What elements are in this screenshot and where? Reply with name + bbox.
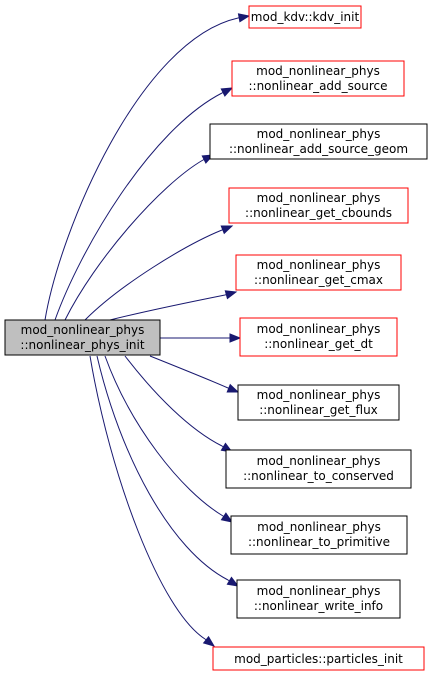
target-node-nonlinear-add-source-geom[interactable]: mod_nonlinear_phys ::nonlinear_add_sourc… bbox=[209, 123, 428, 160]
target-node-line-1: mod_nonlinear_phys bbox=[257, 322, 381, 336]
call-edge-arrowhead-11 bbox=[202, 635, 216, 647]
target-node-line-1: mod_nonlinear_phys bbox=[257, 520, 381, 534]
call-edge-arrowhead-10 bbox=[226, 576, 240, 587]
call-edge-arrowhead-9 bbox=[220, 512, 234, 523]
target-node-line-1: mod_nonlinear_phys bbox=[257, 191, 381, 205]
target-node-nonlinear-add-source[interactable]: mod_nonlinear_phys ::nonlinear_add_sourc… bbox=[231, 60, 405, 97]
target-node-box bbox=[212, 646, 425, 671]
call-edges bbox=[44, 13, 251, 647]
target-node-nonlinear-get-dt[interactable]: mod_nonlinear_phys ::nonlinear_get_dt bbox=[239, 317, 398, 357]
call-edge-arrowhead-5 bbox=[224, 290, 238, 300]
call-edge-1 bbox=[44, 17, 239, 321]
call-edge-arrowhead-4 bbox=[220, 225, 234, 235]
target-node-box bbox=[231, 60, 405, 97]
call-edge-8 bbox=[124, 355, 223, 447]
target-node-line-1: mod_nonlinear_phys bbox=[256, 64, 380, 78]
target-node-box bbox=[230, 515, 408, 555]
call-edge-7 bbox=[149, 355, 229, 389]
target-node-line-1: mod_nonlinear_phys bbox=[257, 388, 381, 402]
target-node-nonlinear-to-conserved[interactable]: mod_nonlinear_phys ::nonlinear_to_conser… bbox=[225, 449, 412, 489]
target-node-nonlinear-write-info[interactable]: mod_nonlinear_phys ::nonlinear_write_inf… bbox=[236, 579, 401, 619]
target-node-line-2: ::nonlinear_to_conserved bbox=[243, 469, 394, 483]
call-edge-arrowhead-1 bbox=[237, 13, 251, 23]
target-node-box bbox=[236, 579, 401, 619]
call-edge-tail-3 bbox=[202, 159, 205, 161]
target-node-line-1: mod_nonlinear_phys bbox=[257, 127, 381, 141]
target-node-box bbox=[209, 123, 428, 160]
call-edge-10 bbox=[96, 355, 229, 581]
target-node-particles-init[interactable]: mod_particles::particles_init bbox=[212, 646, 425, 671]
call-edge-arrowhead-6 bbox=[229, 333, 242, 343]
target-node-line-1: mod_nonlinear_phys bbox=[257, 584, 381, 598]
target-node-line-1: mod_particles::particles_init bbox=[234, 652, 403, 666]
target-node-nonlinear-get-cbounds[interactable]: mod_nonlinear_phys ::nonlinear_get_cboun… bbox=[228, 187, 409, 224]
call-edge-arrowhead-2 bbox=[220, 87, 234, 97]
target-node-nonlinear-to-primitive[interactable]: mod_nonlinear_phys ::nonlinear_to_primit… bbox=[230, 515, 408, 555]
source-node-line-1: mod_nonlinear_phys bbox=[21, 323, 145, 337]
target-node-box bbox=[239, 317, 398, 357]
target-node-box bbox=[237, 384, 400, 421]
target-node-box bbox=[225, 449, 412, 489]
target-node-line-2: ::nonlinear_write_info bbox=[254, 599, 383, 613]
target-node-line-2: ::nonlinear_get_cbounds bbox=[245, 206, 392, 220]
target-node-line-2: ::nonlinear_add_source_geom bbox=[229, 142, 408, 156]
call-edge-3 bbox=[64, 159, 204, 321]
target-node-box bbox=[248, 5, 362, 29]
target-node-box bbox=[228, 187, 409, 224]
target-node-box bbox=[235, 254, 402, 291]
call-edge-5 bbox=[109, 294, 226, 321]
call-edge-tail-11 bbox=[204, 638, 207, 641]
target-node-line-2: ::nonlinear_get_dt bbox=[264, 337, 373, 351]
call-edge-tail-8 bbox=[221, 445, 224, 448]
target-node-kdv-init[interactable]: mod_kdv::kdv_init bbox=[248, 5, 362, 29]
target-node-line-2: ::nonlinear_add_source bbox=[248, 79, 387, 93]
target-node-line-1: mod_kdv::kdv_init bbox=[251, 10, 360, 24]
call-edge-tail-2 bbox=[221, 92, 224, 94]
target-node-nonlinear-get-flux[interactable]: mod_nonlinear_phys ::nonlinear_get_flux bbox=[237, 384, 400, 421]
target-node-line-2: ::nonlinear_get_flux bbox=[259, 403, 378, 417]
call-edge-tail-10 bbox=[227, 579, 230, 582]
call-edge-arrowhead-7 bbox=[226, 383, 240, 393]
source-node[interactable]: mod_nonlinear_phys ::nonlinear_phys_init bbox=[4, 319, 161, 356]
source-node-line-2: ::nonlinear_phys_init bbox=[20, 338, 144, 352]
target-node-line-1: mod_nonlinear_phys bbox=[257, 258, 381, 272]
call-edge-4 bbox=[84, 229, 223, 321]
call-edge-2 bbox=[54, 92, 223, 321]
target-node-nonlinear-get-cmax[interactable]: mod_nonlinear_phys ::nonlinear_get_cmax bbox=[235, 254, 402, 291]
call-edge-11 bbox=[89, 355, 206, 640]
target-node-line-2: ::nonlinear_to_primitive bbox=[248, 535, 390, 549]
source-node-box bbox=[4, 319, 161, 356]
target-node-line-1: mod_nonlinear_phys bbox=[257, 454, 381, 468]
target-node-line-2: ::nonlinear_get_cmax bbox=[254, 273, 383, 287]
call-edge-9 bbox=[104, 355, 224, 517]
